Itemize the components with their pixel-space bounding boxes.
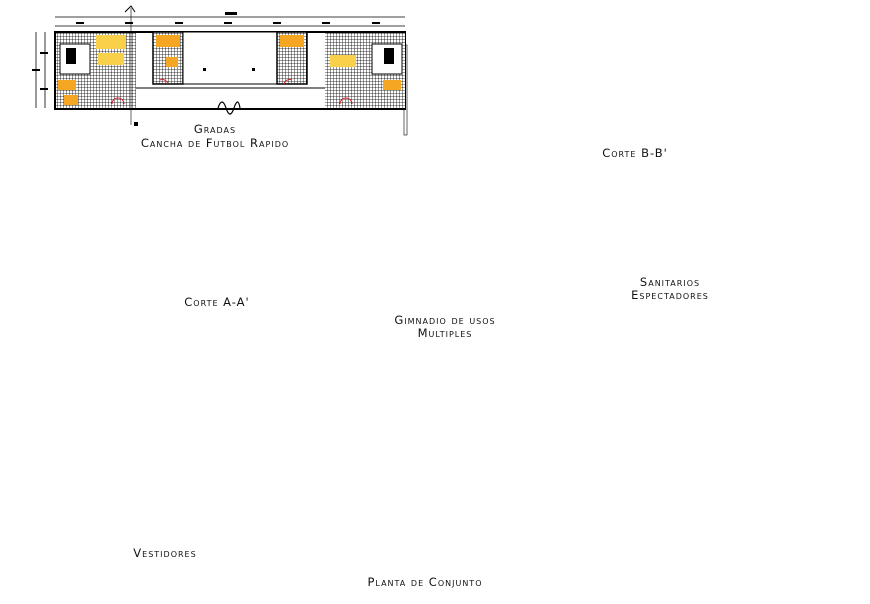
gradas-title: Gradas: [193, 122, 237, 136]
corte-aa-title: Corte A-A': [184, 295, 250, 309]
planta-conjunto-title: Planta de Conjunto: [367, 575, 483, 589]
gimnasio-title: Gimnadio de usos: [394, 313, 496, 327]
vestidores-title: Vestidores: [133, 546, 197, 560]
plan-gradas-cancha: [32, 5, 408, 136]
corte-bb-title: Corte B-B': [602, 146, 668, 160]
cancha-title: Cancha de Futbol Rapido: [140, 136, 290, 150]
sanitarios-title: Sanitarios: [639, 275, 701, 289]
espectadores-title: Espectadores: [631, 288, 709, 302]
gimnasio-subtitle: Multiples: [417, 326, 473, 340]
